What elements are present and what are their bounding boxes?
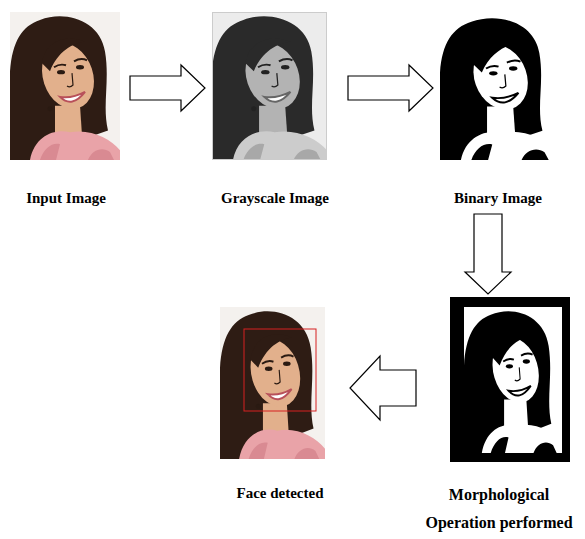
grayscale-photo (212, 12, 327, 160)
step-caption: Face detected (216, 483, 344, 503)
face-photo (464, 307, 562, 453)
face-photo (212, 12, 327, 160)
input-photo (10, 12, 120, 160)
detection-box (244, 329, 316, 411)
image-step: Grayscale Image (208, 10, 342, 208)
block-arrow (350, 356, 416, 420)
image-step: Binary Image (436, 10, 560, 208)
face-photo (440, 14, 555, 160)
morphology-photo (450, 297, 570, 462)
step-caption: Grayscale Image (208, 188, 342, 208)
detected-photo (220, 307, 325, 459)
step-caption: Input Image (8, 188, 124, 208)
image-step: Input Image (8, 10, 124, 208)
step-caption: Morphological Operation performed (418, 481, 580, 537)
photo-border (213, 13, 327, 160)
binary-photo (440, 14, 555, 160)
block-arrow (465, 214, 511, 294)
block-arrow (348, 65, 433, 111)
face-photo (10, 12, 120, 160)
image-step: Morphological Operation performed (418, 295, 580, 537)
face-photo (220, 307, 325, 459)
black-frame (450, 297, 570, 462)
image-step: Face detected (216, 305, 344, 503)
step-caption: Binary Image (436, 188, 560, 208)
block-arrow (130, 65, 205, 111)
